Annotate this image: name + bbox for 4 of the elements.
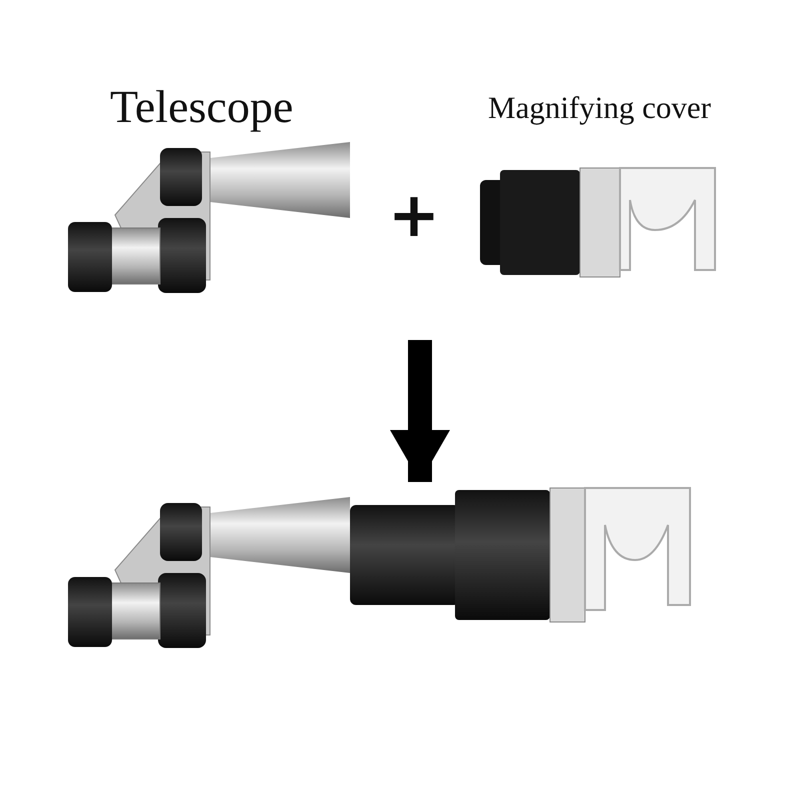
heading: Telescope [110, 80, 294, 133]
plus-sign: + [388, 178, 440, 251]
heading: Magnifying cover [488, 90, 711, 126]
arrow [390, 340, 450, 482]
